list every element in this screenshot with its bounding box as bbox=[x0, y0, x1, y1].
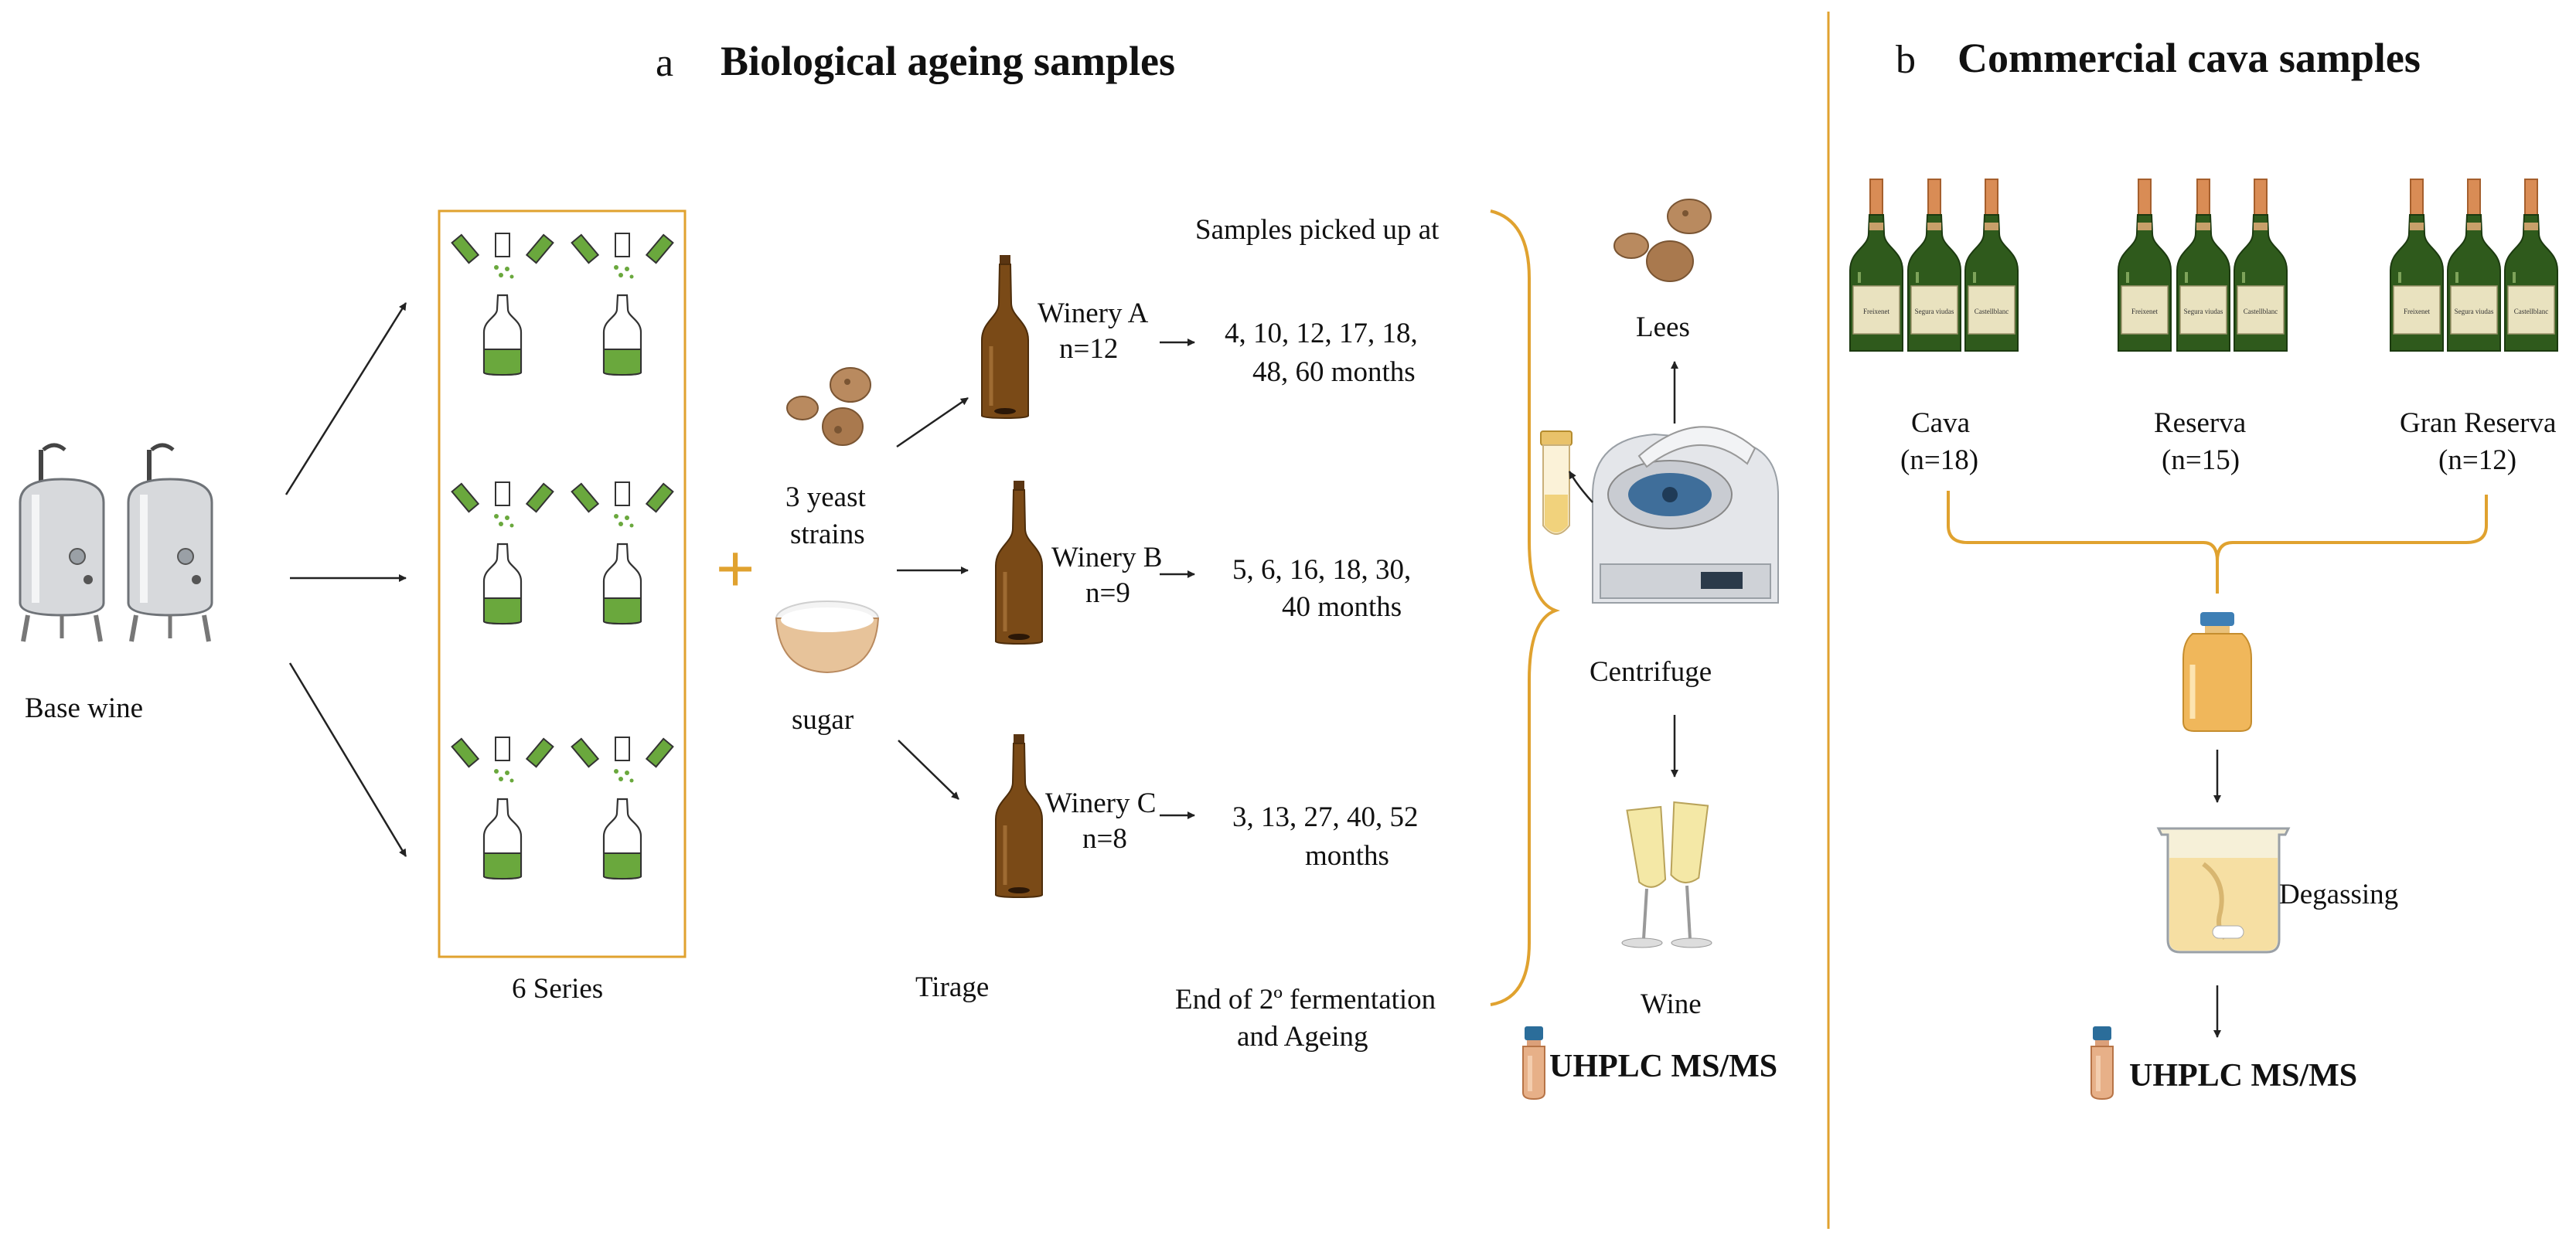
tube-icon bbox=[1540, 430, 1573, 535]
pouring-bottle-icon bbox=[451, 233, 674, 880]
end-fermentation-line1: End of 2º fermentation bbox=[1175, 984, 1436, 1016]
series-box bbox=[438, 209, 687, 958]
arrow-to-winery-a bbox=[896, 396, 969, 448]
uhplc-label-a: UHPLC MS/MS bbox=[1549, 1049, 1778, 1084]
panel-a-letter: a bbox=[656, 41, 674, 85]
uhplc-label-b: UHPLC MS/MS bbox=[2129, 1058, 2358, 1094]
winery-b-name: Winery B bbox=[1051, 542, 1163, 573]
bottle-label: Segura viudas bbox=[2184, 308, 2223, 315]
group-cava-n: (n=18) bbox=[1900, 444, 1979, 476]
centrifuge-label: Centrifuge bbox=[1590, 656, 1712, 688]
yeast-label-line2: strains bbox=[790, 519, 865, 550]
cava-bottles-icon bbox=[1849, 178, 2019, 352]
panel-a-title: Biological ageing samples bbox=[721, 38, 1176, 84]
champagne-glasses-icon bbox=[1621, 801, 1712, 948]
curly-brace bbox=[1490, 209, 1560, 1006]
bottle-label: Freixenet bbox=[2404, 308, 2430, 315]
winery-c-n: n=8 bbox=[1082, 823, 1127, 855]
winery-b-months-line1: 5, 6, 16, 18, 30, bbox=[1232, 554, 1412, 586]
group-gran-reserva-label: Gran Reserva bbox=[2400, 407, 2557, 439]
pooled-bottle-icon bbox=[2182, 612, 2252, 732]
arrow-tank-bottom bbox=[288, 662, 407, 857]
sugar-label: sugar bbox=[792, 704, 854, 736]
group-gran-reserva-n: (n=12) bbox=[2438, 444, 2517, 476]
tirage-label: Tirage bbox=[915, 971, 990, 1003]
winery-a-name: Winery A bbox=[1038, 298, 1149, 329]
winery-c-months-line2: months bbox=[1305, 840, 1389, 872]
winery-a-months-line1: 4, 10, 12, 17, 18, bbox=[1225, 318, 1418, 349]
bottle-label: Segura viudas bbox=[2455, 308, 2494, 315]
bottle-label: Castellblanc bbox=[1975, 308, 2009, 315]
winery-c-months-line1: 3, 13, 27, 40, 52 bbox=[1232, 801, 1419, 833]
group-reserva-label: Reserva bbox=[2154, 407, 2247, 439]
group-cava-label: Cava bbox=[1911, 407, 1971, 439]
bottle-label: Castellblanc bbox=[2244, 308, 2278, 315]
winery-a-months-line2: 48, 60 months bbox=[1252, 356, 1416, 388]
gran-reserva-bottles-icon bbox=[2389, 178, 2559, 352]
vial-icon bbox=[1522, 1026, 1545, 1100]
bottle-label: Castellblanc bbox=[2514, 308, 2549, 315]
wine-label: Wine bbox=[1641, 988, 1702, 1020]
lees-label: Lees bbox=[1636, 311, 1690, 343]
winery-c-name: Winery C bbox=[1045, 788, 1157, 819]
group-reserva-n: (n=15) bbox=[2162, 444, 2240, 476]
group-bracket bbox=[1947, 491, 2488, 594]
centrifuge-icon bbox=[1568, 426, 1779, 604]
winery-a-n: n=12 bbox=[1059, 333, 1119, 365]
samples-picked-label: Samples picked up at bbox=[1195, 214, 1440, 246]
arrow-tank-top bbox=[285, 302, 407, 495]
bottle-label: Freixenet bbox=[1863, 308, 1889, 315]
panel-b-title: Commercial cava samples bbox=[1958, 35, 2421, 81]
base-wine-label: Base wine bbox=[25, 692, 144, 724]
lees-icon bbox=[1613, 199, 1712, 282]
winery-b-n: n=9 bbox=[1085, 577, 1130, 609]
end-fermentation-line2: and Ageing bbox=[1237, 1021, 1368, 1053]
yeast-icon bbox=[786, 367, 871, 446]
reserva-bottles-icon bbox=[2117, 178, 2288, 352]
arrow-to-winery-c bbox=[898, 740, 959, 800]
yeast-label-line1: 3 yeast bbox=[785, 481, 866, 513]
bottle-label: Freixenet bbox=[2131, 308, 2158, 315]
brown-bottle-icon bbox=[982, 255, 1042, 897]
series-label: 6 Series bbox=[512, 973, 604, 1005]
sugar-bowl-icon bbox=[775, 600, 880, 674]
wine-tank-icon bbox=[20, 445, 212, 641]
bottle-label: Segura viudas bbox=[1915, 308, 1954, 315]
beaker-icon bbox=[2156, 827, 2291, 954]
degassing-label: Degassing bbox=[2279, 879, 2399, 910]
plus-sign: + bbox=[716, 532, 755, 606]
panel-b-letter: b bbox=[1896, 38, 1916, 82]
winery-b-months-line2: 40 months bbox=[1282, 591, 1402, 623]
vial-icon bbox=[2090, 1026, 2114, 1100]
